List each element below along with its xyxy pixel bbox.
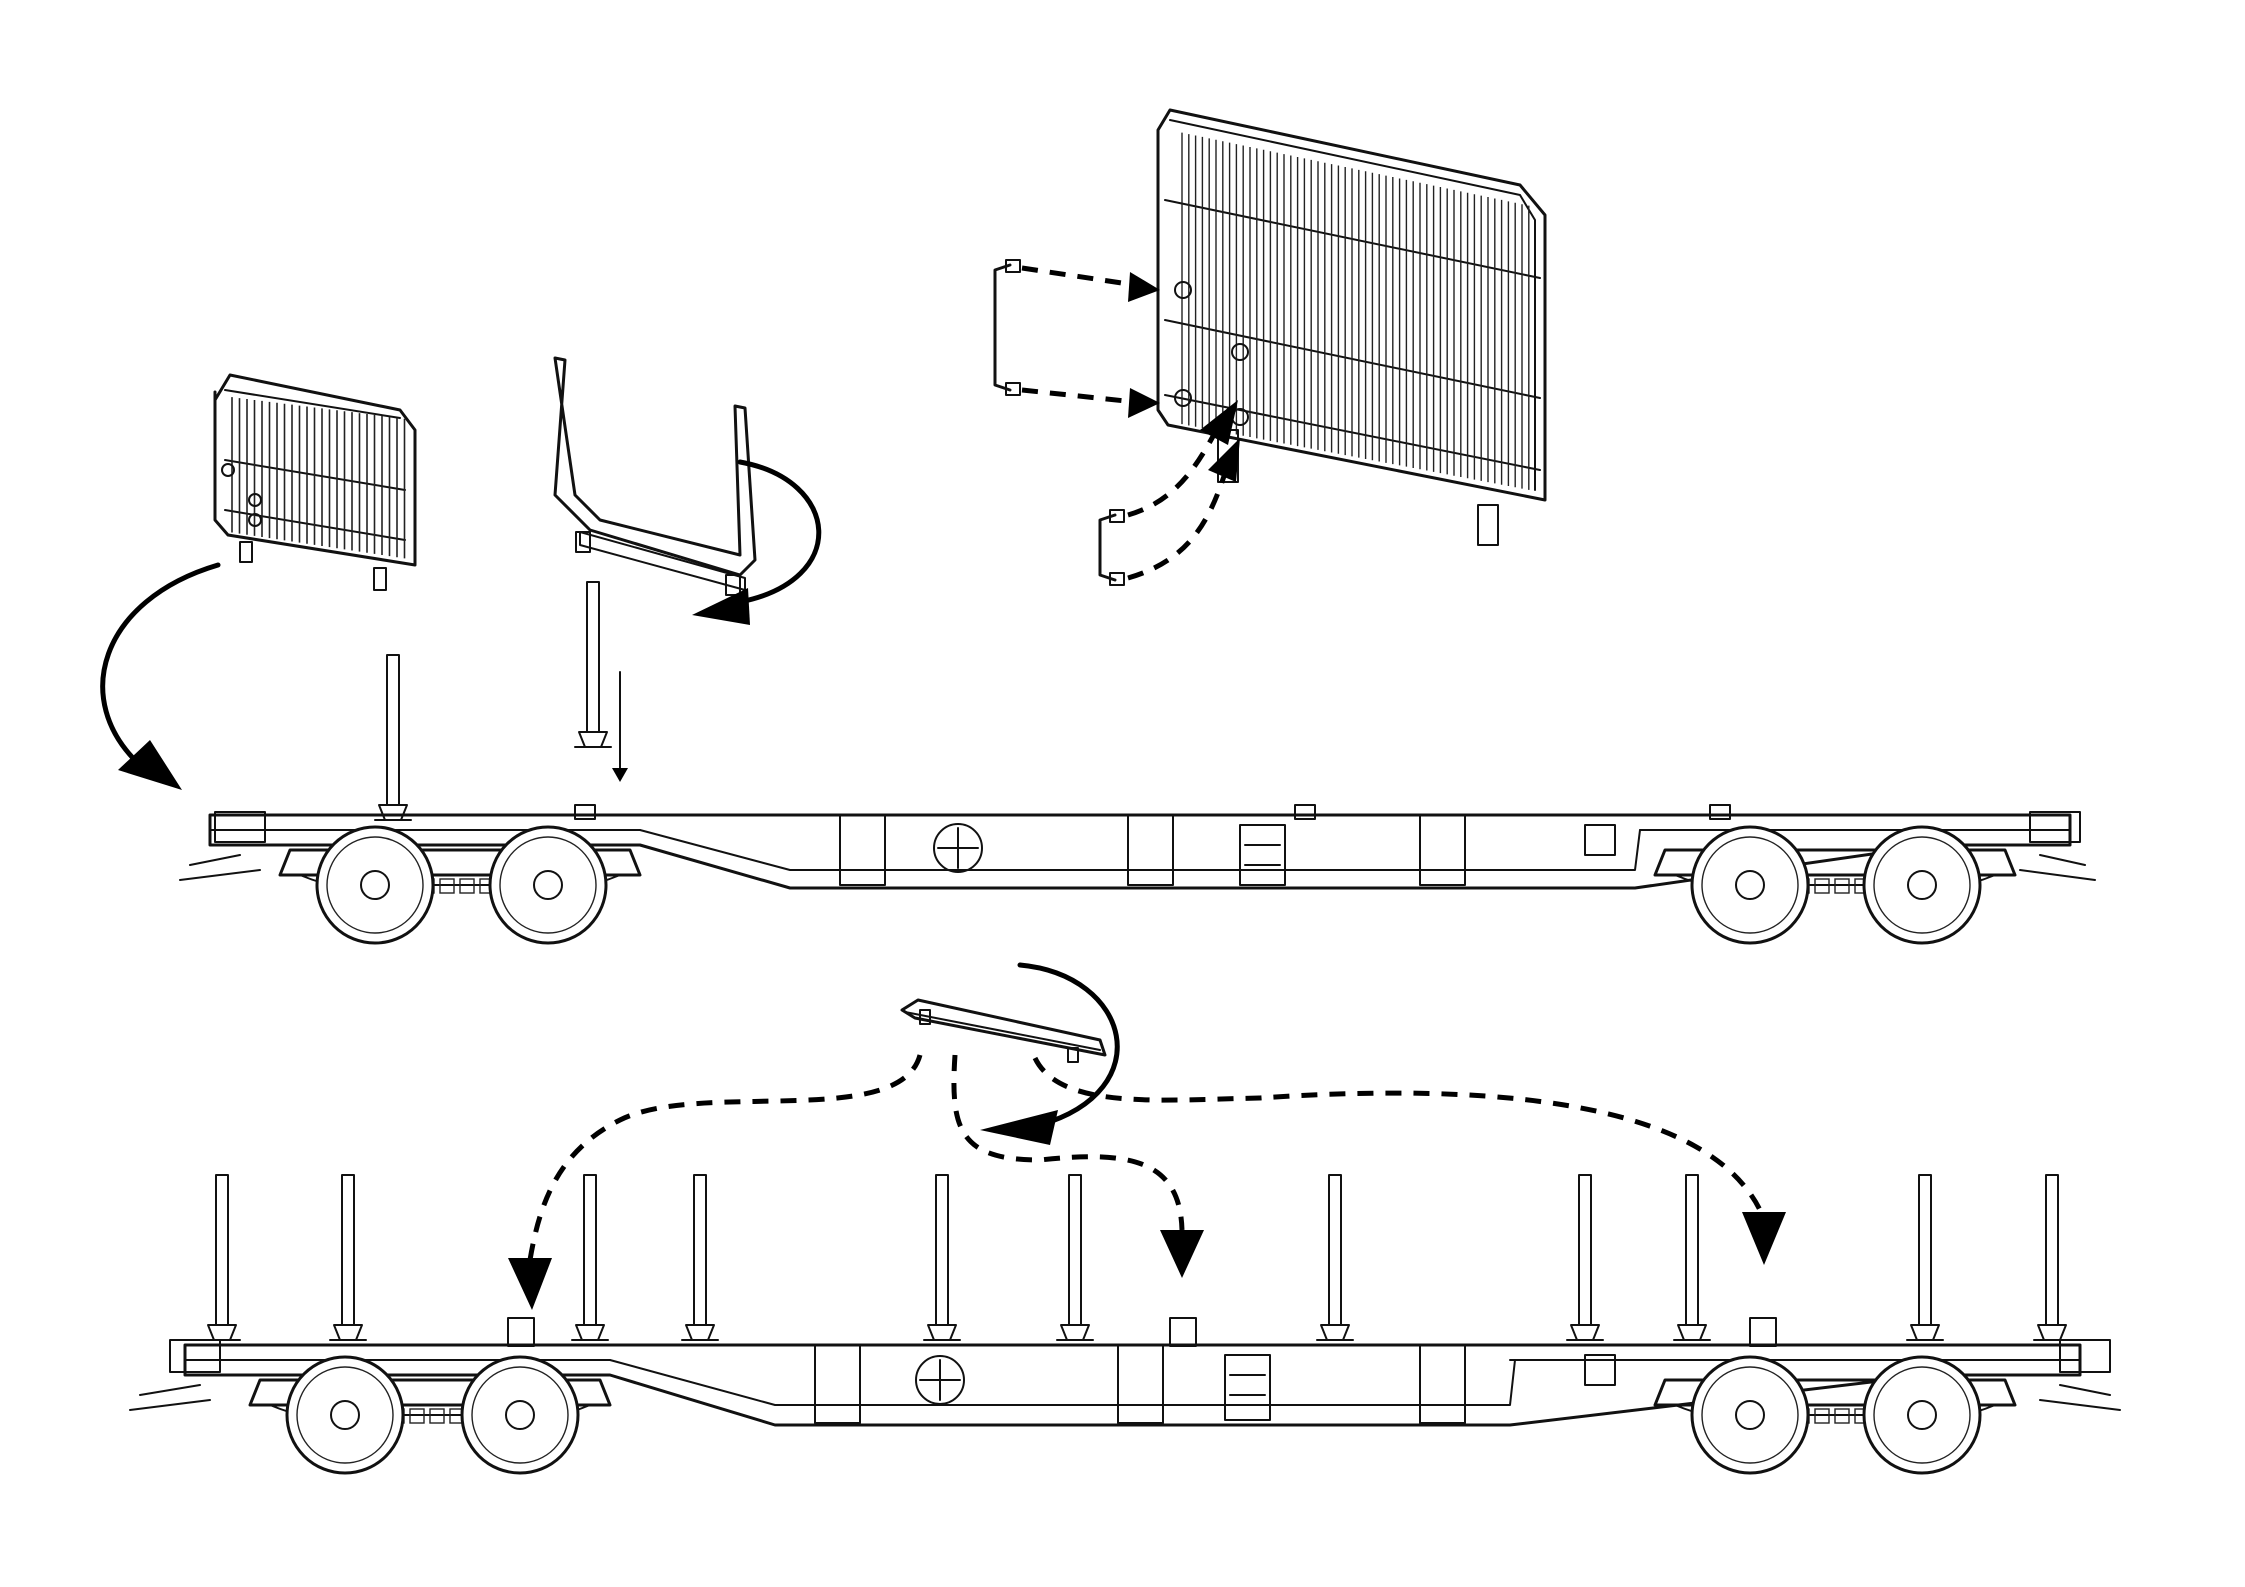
stanchion [1317,1175,1353,1340]
stanchion [330,1175,366,1340]
end-gate-detail [1158,110,1545,545]
walkway-plate [902,1000,1105,1062]
stanchion [1057,1175,1093,1340]
stanchions [204,1175,2070,1340]
stanchion [204,1175,240,1340]
end-gate [215,375,415,590]
grab-handle [1100,400,1240,585]
stanchion [1567,1175,1603,1340]
arrow-plate-left [508,1055,920,1310]
wagon-bottom [130,1175,2120,1473]
arrow-plate-center [954,1055,1204,1278]
stanchion [924,1175,960,1340]
stanchion [2034,1175,2070,1340]
stanchion [682,1175,718,1340]
stanchion [1674,1175,1710,1340]
wagon-top [180,655,2095,943]
arrow-gate-to-wagon [103,565,218,790]
gate-bars [232,397,405,558]
arrow-rotate-plate [980,965,1117,1145]
arrow-plate-right [1035,1058,1786,1265]
stanchion [1907,1175,1943,1340]
stanchion [572,1175,608,1340]
u-stanchion [555,358,755,595]
grab-handle [995,260,1160,418]
stanchion-pin [575,582,628,782]
